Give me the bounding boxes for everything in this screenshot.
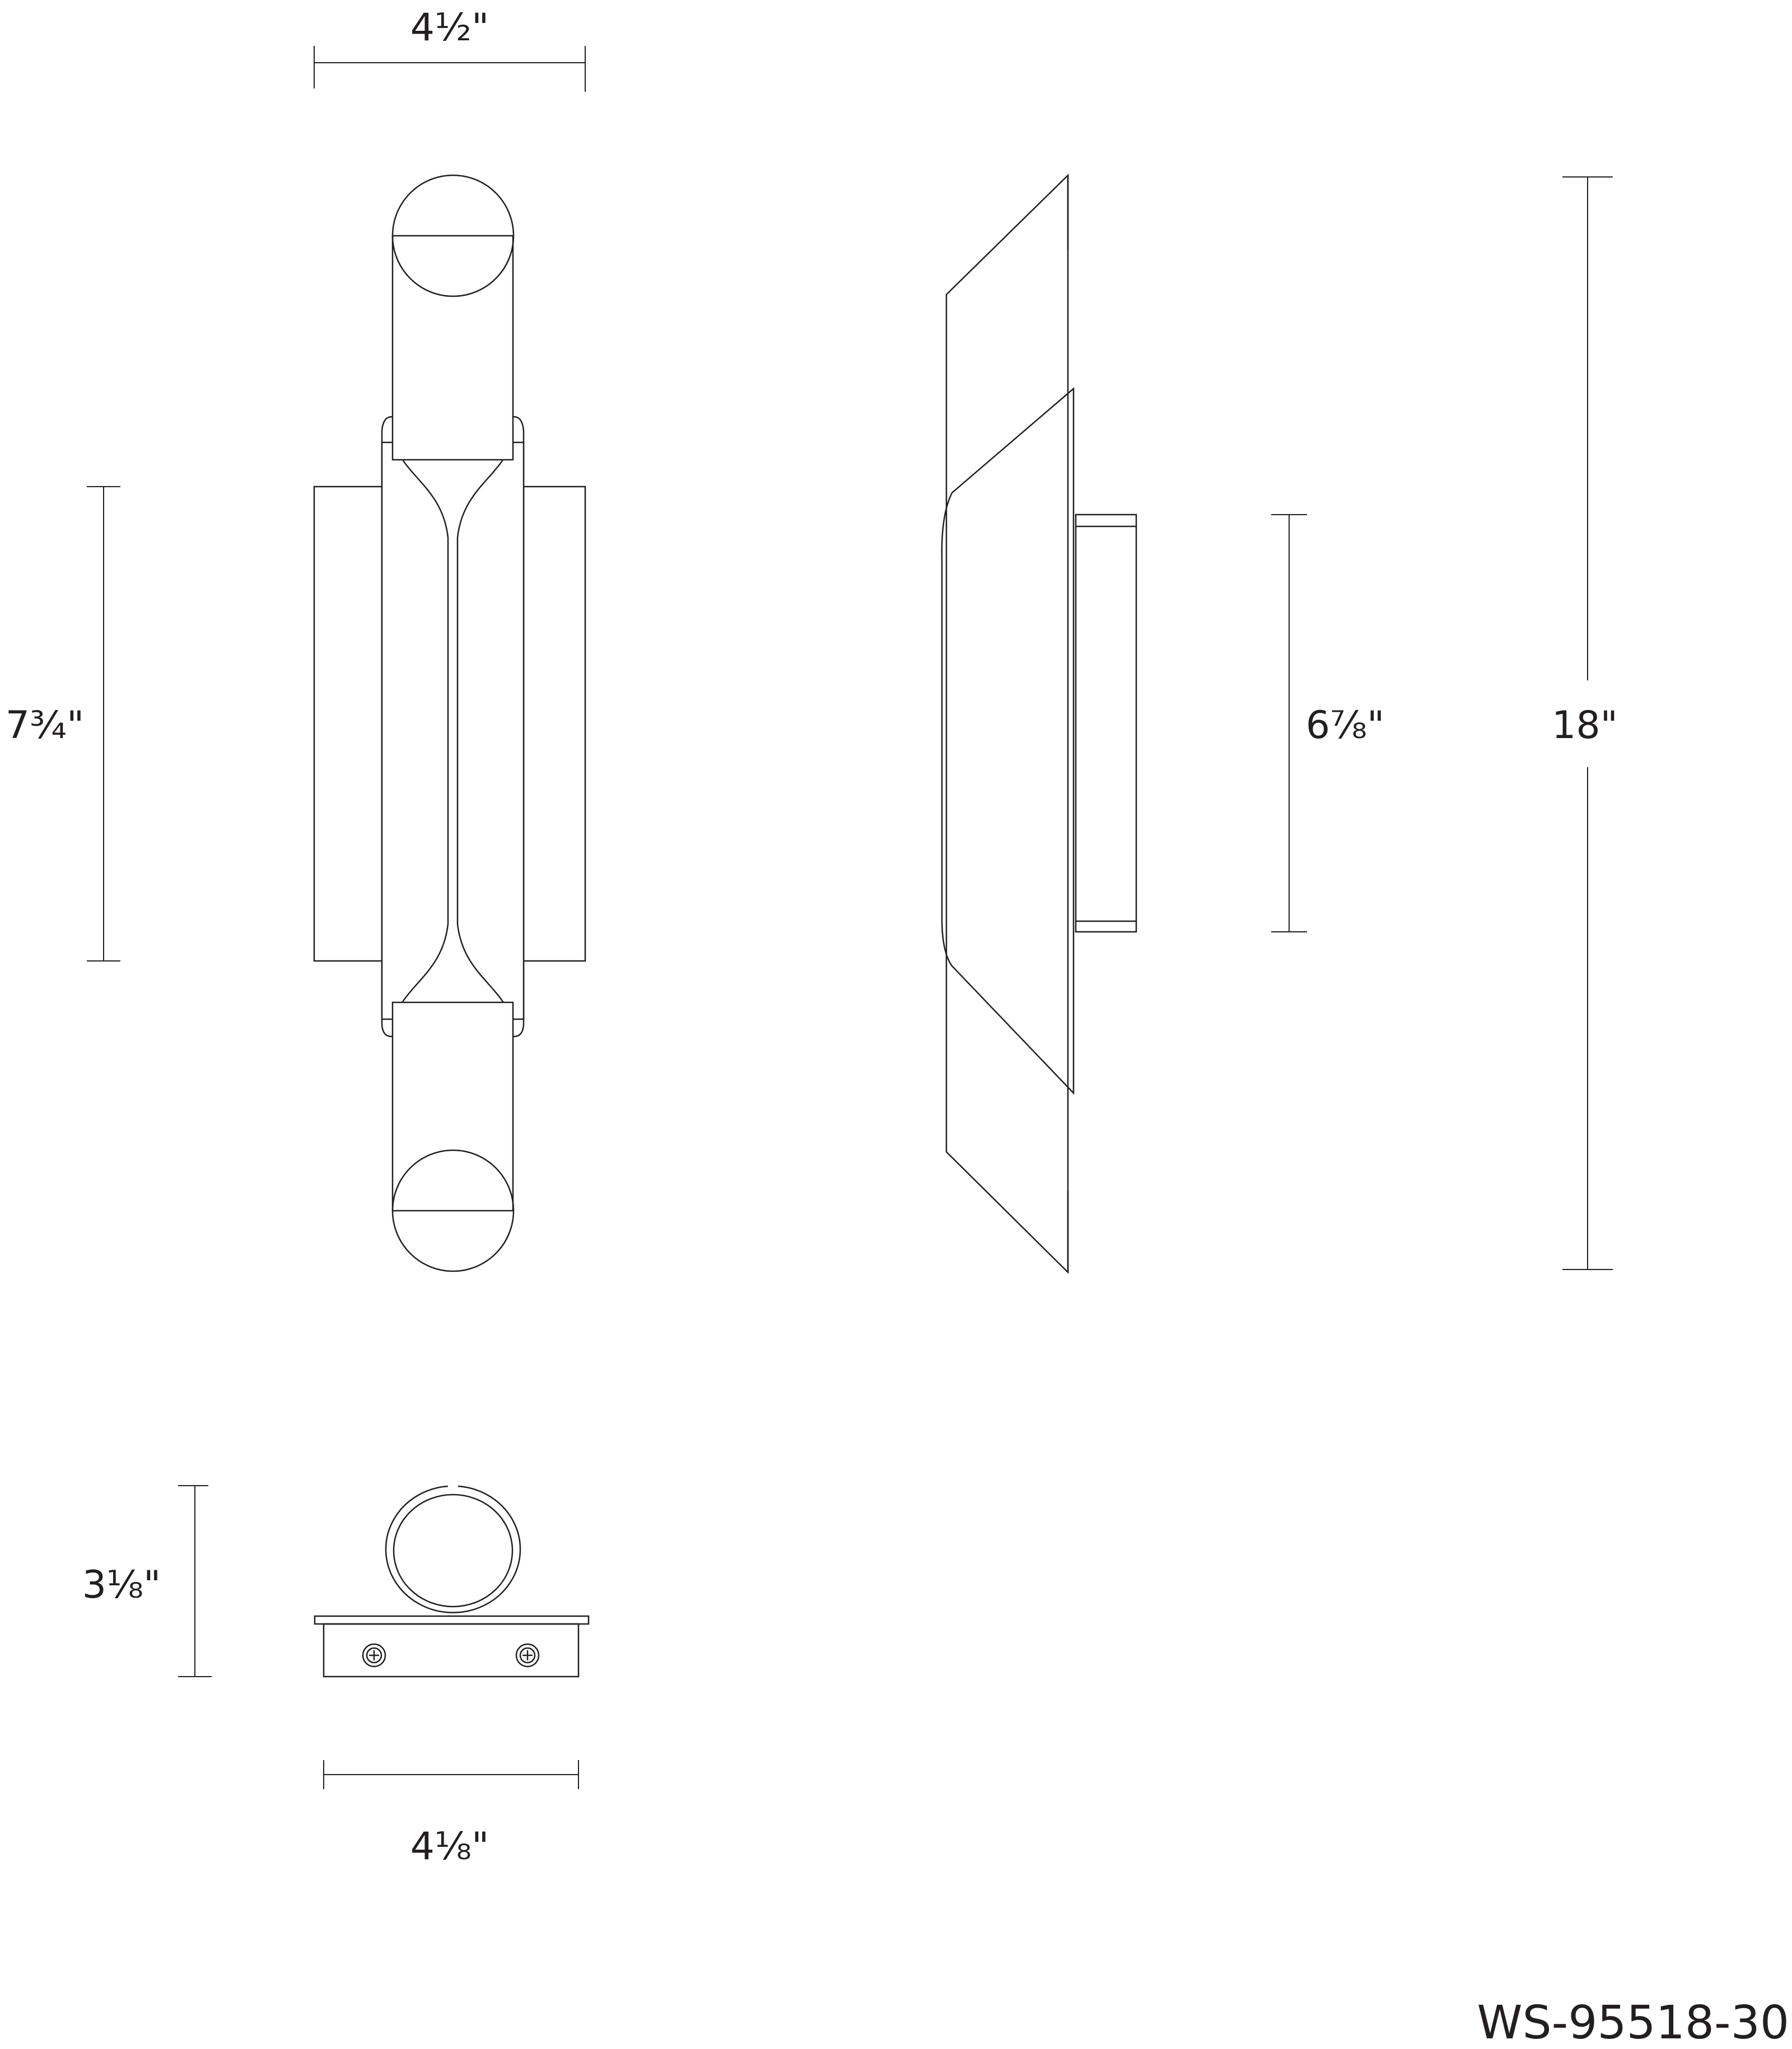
mounting-plate — [314, 1615, 590, 1625]
front-view: 4½" 7¾" — [6, 6, 586, 1272]
dim-bottom-width: 4⅛" — [323, 1760, 579, 1869]
side-body — [941, 387, 1075, 1095]
bottom-tube — [391, 1001, 515, 1272]
model-number: WS-95518-30 — [1477, 1996, 1789, 2049]
dim-label-front-width: 4½" — [410, 6, 489, 50]
dim-label-backplate-height: 7¾" — [6, 703, 84, 748]
bottom-view: 3⅛" 4⅛" — [82, 1485, 590, 1869]
body-cutout — [394, 442, 512, 1020]
dim-label-overall-height: 18" — [1552, 703, 1618, 748]
dim-label-bottom-width: 4⅛" — [410, 1824, 489, 1869]
canopy — [323, 1623, 580, 1678]
dim-depth: 3⅛" — [82, 1485, 212, 1677]
side-shade-outline — [945, 174, 1069, 1274]
screw-icon — [362, 1643, 386, 1668]
side-backplate — [1075, 514, 1137, 933]
dim-label-side-backplate-height: 6⅞" — [1306, 703, 1384, 748]
side-view: 6⅞" 18" — [941, 174, 1618, 1274]
ring — [385, 1485, 521, 1613]
top-tube — [391, 174, 515, 461]
screw-icon — [515, 1643, 540, 1668]
dim-side-backplate-height: 6⅞" — [1271, 514, 1384, 932]
dim-label-depth: 3⅛" — [82, 1563, 161, 1607]
dim-backplate-height: 7¾" — [6, 486, 120, 962]
body — [381, 441, 525, 1020]
dim-front-width: 4½" — [314, 6, 586, 92]
dim-overall-height: 18" — [1552, 176, 1618, 1270]
